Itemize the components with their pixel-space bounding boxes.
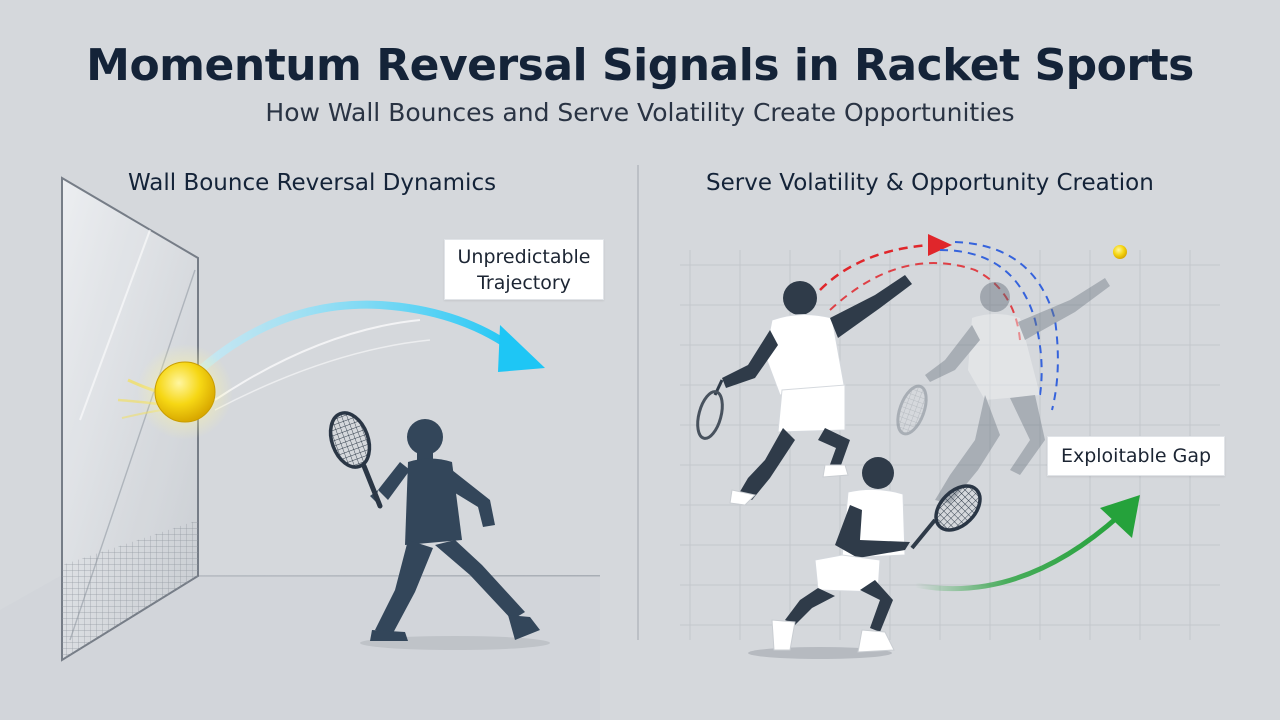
- motion-streak: [214, 319, 421, 401]
- motion-streak: [214, 339, 431, 411]
- right-panel: [680, 234, 1220, 659]
- left-panel-heading: Wall Bounce Reversal Dynamics: [128, 170, 497, 196]
- serve-arc-blue: [954, 241, 1059, 411]
- server-figure: [696, 275, 912, 506]
- unpredictable-trajectory-callout: Unpredictable Trajectory: [444, 239, 604, 300]
- glass-reflection-line: [79, 229, 151, 421]
- player-silhouette: [360, 419, 550, 650]
- page-subtitle: How Wall Bounces and Serve Volatility Cr…: [265, 98, 1015, 127]
- ghost-server-figure: [896, 278, 1110, 504]
- serve-ball-icon: [1113, 245, 1127, 259]
- racket-icon: [328, 411, 383, 509]
- exploitable-gap-callout: Exploitable Gap: [1047, 436, 1225, 476]
- opportunity-arrow: [912, 512, 1123, 592]
- page-title: Momentum Reversal Signals in Racket Spor…: [86, 40, 1194, 91]
- ball-icon: [154, 361, 216, 423]
- serve-arrowhead-red: [928, 234, 952, 256]
- serve-arc-red: [829, 262, 1021, 341]
- trajectory-arrow: [196, 300, 519, 374]
- callout-line: Unpredictable: [457, 246, 591, 268]
- returner-figure: [748, 457, 982, 659]
- left-panel: [0, 176, 600, 720]
- opportunity-arrowhead: [1100, 495, 1140, 538]
- callout-line: Trajectory: [477, 272, 571, 294]
- right-panel-heading: Serve Volatility & Opportunity Creation: [706, 170, 1154, 196]
- trajectory-arrowhead: [498, 325, 545, 372]
- serve-arc-red: [819, 243, 931, 291]
- wall-net: [62, 520, 198, 660]
- court-floor: [0, 575, 600, 720]
